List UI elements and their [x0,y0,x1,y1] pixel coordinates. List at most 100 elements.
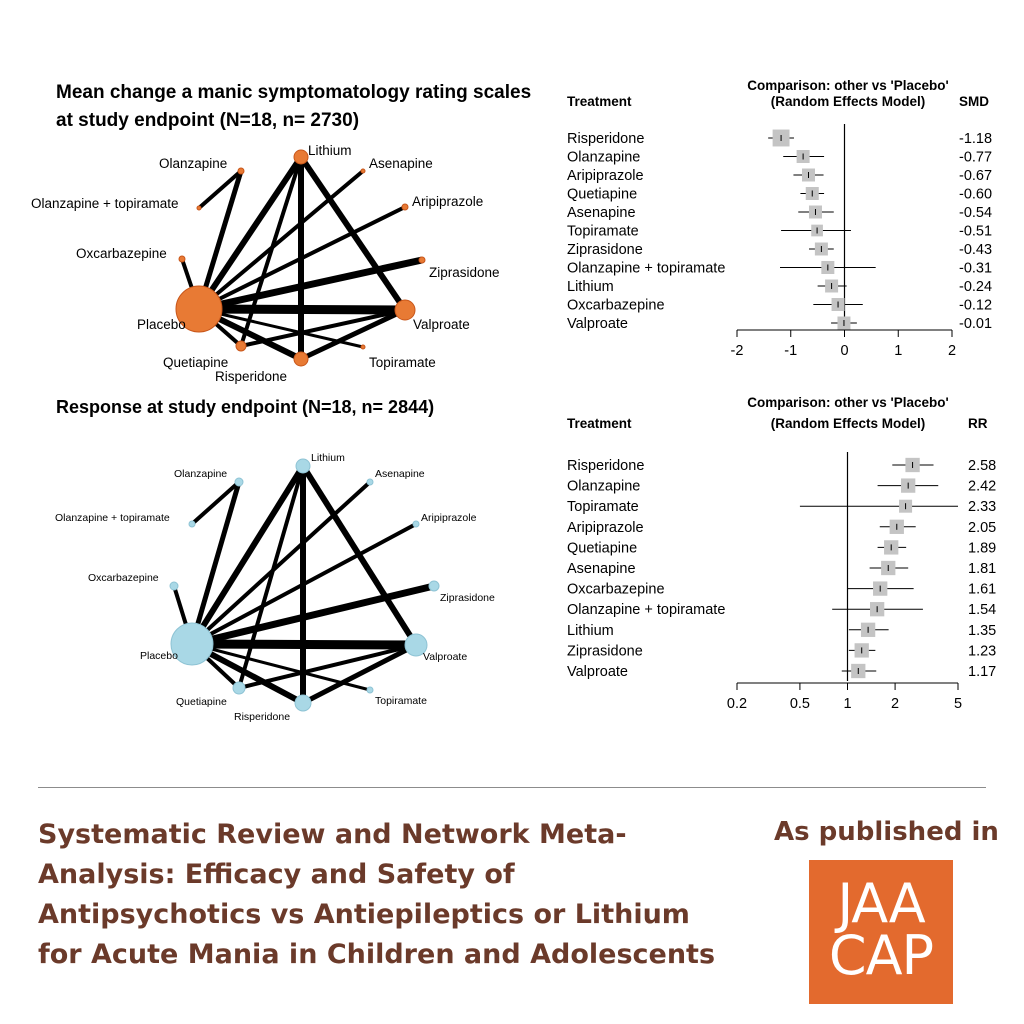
network-node [178,255,186,263]
forest-value-label: -0.60 [959,187,992,203]
forest-value-label: -0.31 [959,261,992,277]
forest-row-label: Lithium [567,623,614,639]
network-node [394,299,416,321]
forest-row-label: Olanzapine + topiramate [567,602,725,618]
forest-value-label: 1.81 [968,561,996,577]
article-title-line: Systematic Review and Network Meta- [38,819,627,850]
forest-plot-smd: Comparison: other vs 'Placebo' (Random E… [567,78,992,359]
x-axis-tick-label: 1 [843,696,851,712]
network-node-label: Oxcarbazepine [76,246,167,261]
network-node-label: Aripiprazole [421,512,477,524]
forest-measure-header: RR [968,416,988,431]
forest-value-label: -0.67 [959,168,992,184]
journal-logo: JAA CAP [809,860,953,1004]
forest-header-subtitle: (Random Effects Model) [771,94,926,109]
x-axis-tick-label: 0.5 [790,696,810,712]
forest-value-label: 1.17 [968,664,996,680]
forest-row-label: Asenapine [567,205,636,221]
network-node [196,205,202,211]
forest-value-label: 2.33 [968,499,996,515]
network-node-label: Lithium [308,143,352,158]
network-edge [301,642,418,706]
network-edge [190,480,372,646]
forest-value-label: -0.77 [959,150,992,166]
article-title-line: Analysis: Efficacy and Safety of [38,859,515,890]
footer-divider [38,787,986,788]
network-title: Response at study endpoint (N=18, n= 284… [56,397,434,417]
network-node-label: Valproate [413,317,470,332]
forest-value-label: -1.18 [959,131,992,147]
network-edge [298,155,408,312]
network-node-label: Valproate [423,651,467,663]
forest-row-label: Valproate [567,664,628,680]
network-node-label: Placebo [137,317,186,332]
network-node [295,458,311,474]
forest-row-label: Olanzapine [567,479,640,495]
network-node [188,520,196,528]
network-edge [239,156,303,347]
forest-row-label: Oxcarbazepine [567,298,665,314]
forest-row-label: Olanzapine [567,150,640,166]
forest-row-label: Olanzapine + topiramate [567,261,725,277]
network-node [234,477,244,487]
forest-header-title: Comparison: other vs 'Placebo' [747,395,948,410]
forest-value-label: 1.54 [968,602,996,618]
network-node-label: Topiramate [369,355,436,370]
network-node [235,340,247,352]
network-node [366,478,374,486]
forest-row-label: Valproate [567,316,628,332]
x-axis-tick-label: 1 [894,343,902,359]
network-node-label: Asenapine [369,156,433,171]
network-node [418,256,426,264]
network-edge [196,170,244,310]
forest-row-label: Aripiprazole [567,520,644,536]
network-node [232,681,246,695]
network-edge [190,480,241,526]
network-node [293,149,309,165]
network-node-label: Ziprasidone [440,592,495,604]
network-node [294,694,312,712]
network-node-label: Quetiapine [163,355,228,370]
network-edge [197,169,365,311]
network-edge [189,464,306,646]
forest-row-label: Ziprasidone [567,643,643,659]
network-edge [300,464,419,647]
x-axis-tick-label: -1 [784,343,797,359]
logo-line: CAP [828,924,934,987]
network-node-label: Olanzapine + topiramate [31,196,178,211]
network-node-label: Risperidone [215,369,287,384]
network-plot-mean-change: Mean change a manic symptomatology ratin… [31,82,531,384]
x-axis-tick-label: 0 [840,343,848,359]
network-node-label: Olanzapine + topiramate [55,512,170,524]
network-node [175,285,223,333]
network-node-label: Placebo [140,650,178,662]
network-node-label: Olanzapine [159,156,227,171]
forest-header-title: Comparison: other vs 'Placebo' [747,78,948,93]
network-node [401,203,409,211]
network-edge [237,465,305,689]
forest-row-label: Quetiapine [567,540,637,556]
forest-value-label: 1.23 [968,643,996,659]
network-edge [196,155,304,311]
forest-value-label: -0.43 [959,242,992,258]
forest-row-label: Oxcarbazepine [567,582,665,598]
published-in-label: As published in [774,817,999,847]
logo-line: JAA [837,872,925,935]
network-node [412,520,420,528]
network-edge [197,169,243,210]
network-node-label: Ziprasidone [429,265,500,280]
article-title-line: for Acute Mania in Children and Adolesce… [38,939,716,970]
network-edge [191,582,435,648]
x-axis-tick-label: 5 [954,696,962,712]
network-node-label: Oxcarbazepine [88,572,159,584]
network-node [360,344,366,350]
network-edge [189,481,242,645]
network-node-label: Lithium [311,452,345,464]
network-node [404,633,428,657]
forest-value-label: 1.61 [968,582,996,598]
forest-header-subtitle: (Random Effects Model) [771,416,926,431]
forest-row-label: Lithium [567,279,614,295]
network-edge [198,256,423,313]
forest-row-label: Asenapine [567,561,636,577]
network-node-label: Quetiapine [176,696,227,708]
